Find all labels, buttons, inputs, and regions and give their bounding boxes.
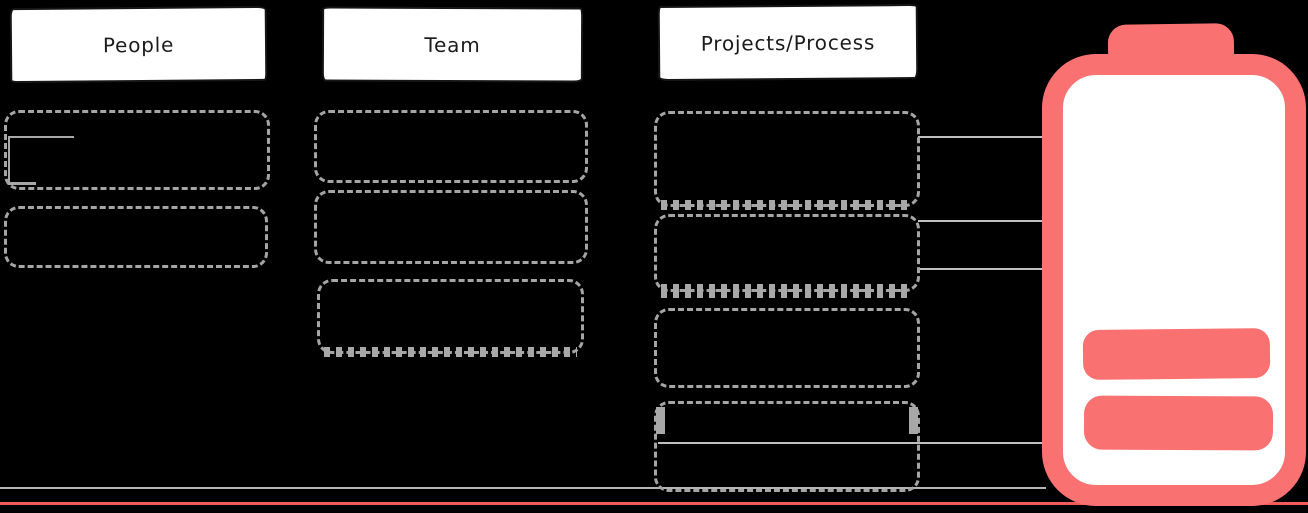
- projects-placeholder-box-2: [654, 214, 920, 298]
- baseline-line: [0, 487, 1046, 489]
- connector-line-projects2-top-battery: [918, 220, 1044, 222]
- team-placeholder-box-1: [314, 110, 588, 183]
- connector-line-projects4-battery: [658, 442, 1046, 444]
- column-header-projects-process-label: Projects/Process: [700, 29, 876, 56]
- battery-charge-bar-1: [1082, 328, 1271, 380]
- heavy-dash-corner-mark: [909, 407, 918, 434]
- team-placeholder-box-3: [317, 279, 584, 357]
- projects-placeholder-box-4: [654, 401, 920, 492]
- heavy-dash-corner-mark: [656, 407, 665, 434]
- connector-line-projects1-battery: [918, 136, 1044, 138]
- sketch-artifact-line-top: [8, 136, 74, 138]
- column-header-team-label: Team: [424, 32, 481, 57]
- projects-placeholder-box-3: [654, 308, 920, 388]
- people-placeholder-box-2: [4, 206, 268, 268]
- sketch-artifact-line-side: [8, 136, 10, 184]
- heavy-dash-edge: [661, 200, 913, 210]
- heavy-dash-edge: [661, 284, 913, 298]
- column-header-people: People: [9, 5, 268, 84]
- team-placeholder-box-2: [314, 190, 588, 264]
- projects-placeholder-box-1: [654, 111, 920, 210]
- connector-line-projects2-bottom-battery: [918, 268, 1044, 270]
- battery-charge-bar-2: [1083, 395, 1274, 451]
- column-header-projects-process: Projects/Process: [657, 3, 919, 82]
- heavy-dash-edge: [324, 347, 577, 357]
- red-underline: [0, 502, 1308, 505]
- people-placeholder-box-1: [4, 110, 270, 190]
- column-header-team: Team: [321, 6, 584, 83]
- sketch-artifact-line-bottom: [8, 182, 36, 185]
- column-header-people-label: People: [102, 32, 175, 57]
